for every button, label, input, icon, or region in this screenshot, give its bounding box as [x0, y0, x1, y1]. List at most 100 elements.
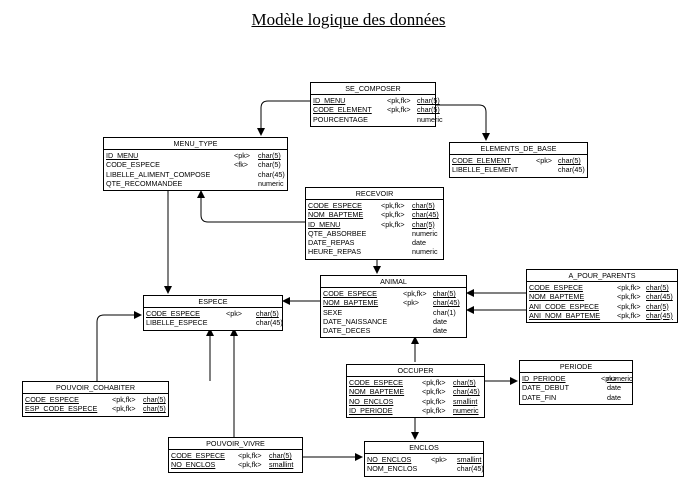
attribute-list: CODE_ESPECE<pk,fk>char(5)NOM_BAPTEME<pk>…: [321, 288, 466, 337]
attribute-key: <fk>: [234, 160, 248, 170]
attribute-name: CODE_ESPECE: [349, 378, 403, 387]
attribute-key: <pk,fk>: [387, 105, 411, 115]
attribute-key: <pk,fk>: [422, 396, 446, 406]
attribute-row: CODE_ESPECE<pk,fk>char(5): [171, 451, 300, 460]
attribute-row: ID_PERIODE<pk>numeric: [522, 374, 633, 383]
attribute-row: NO_ENCLOS<pk,fk>smallint: [171, 460, 300, 469]
attribute-key: <pk>: [536, 156, 552, 165]
attribute-type: char(5): [256, 309, 279, 318]
attribute-name: ESP_CODE_ESPECE: [25, 404, 98, 414]
link-se-composer-menu-type: [257, 100, 310, 136]
attribute-type: char(45): [558, 165, 585, 175]
attribute-row: ID_PERIODE<pk,fk>numeric: [349, 406, 482, 415]
attribute-type: char(5): [258, 151, 281, 160]
attribute-name: HEURE_REPAS: [308, 247, 361, 257]
entity-name: RECEVOIR: [306, 188, 443, 200]
attribute-type: char(5): [412, 201, 435, 210]
attribute-row: CODE_ESPECE<pk,fk>char(5): [25, 395, 166, 404]
attribute-key: <pk,fk>: [112, 395, 136, 404]
attribute-type: char(5): [143, 404, 166, 414]
entity-name: ESPECE: [144, 296, 282, 308]
entity-name: ELEMENTS_DE_BASE: [450, 143, 587, 155]
attribute-row: ESP_CODE_ESPECE <pk,fk> char(5): [25, 404, 166, 413]
entity-name: OCCUPER: [347, 365, 484, 377]
attribute-name: DATE_DECES: [323, 326, 371, 336]
attribute-type: char(5): [417, 105, 440, 115]
attribute-type: char(5): [412, 219, 435, 229]
attribute-key: <pk,fk>: [617, 292, 641, 302]
attribute-type: date: [433, 326, 447, 336]
attribute-type: numeric: [412, 247, 438, 257]
attribute-list: CODE_ESPECE<pk,fk>char(5)NO_ENCLOS<pk,fk…: [169, 450, 302, 472]
attribute-row: ID_MENU <pk> char(5): [106, 151, 285, 160]
attribute-key: <pk,fk>: [422, 378, 446, 387]
attribute-name: ID_MENU: [308, 219, 341, 229]
attribute-row: CODE_ELEMENT<pk,fk>char(5): [313, 105, 440, 115]
attribute-type: char(5): [558, 156, 581, 165]
attribute-key: <pk,fk>: [617, 301, 641, 311]
attribute-name: DATE_DEBUT: [522, 383, 569, 393]
attribute-name: CODE_ELEMENT: [452, 156, 511, 165]
attribute-key: <pk>: [226, 309, 242, 318]
attribute-row: CODE_ELEMENT <pk> char(5): [452, 156, 585, 165]
attribute-name: ID_MENU: [106, 151, 139, 160]
attribute-key: <pk,fk>: [617, 310, 641, 320]
attribute-type: numeric: [412, 228, 438, 238]
attribute-row: CODE_ESPECE<fk>char(5): [106, 160, 285, 169]
attribute-key: <pk,fk>: [422, 387, 446, 397]
attribute-row: ANI_NOM_BAPTEME<pk,fk>char(45): [529, 311, 675, 320]
attribute-list: ID_MENU<pk,fk>char(5)CODE_ELEMENT<pk,fk>…: [311, 95, 443, 126]
attribute-type: char(45): [457, 464, 484, 474]
attribute-name: ID_PERIODE: [349, 405, 393, 415]
link-pouvoir-cohabiter-espece-1: [96, 311, 142, 381]
attribute-name: NOM_BAPTEME: [308, 210, 364, 220]
attribute-key: <pk,fk>: [381, 219, 405, 229]
attribute-name: NO_ENCLOS: [349, 396, 394, 406]
attribute-name: ID_PERIODE: [522, 374, 566, 383]
attribute-type: char(5): [258, 160, 281, 170]
attribute-list: ID_MENU<pk>char(5)CODE_ESPECE<fk>char(5)…: [104, 150, 287, 190]
entity-name: POUVOIR_COHABITER: [23, 382, 168, 394]
attribute-list: CODE_ESPECE<pk,fk>char(5)NOM_BAPTEME<pk,…: [347, 377, 484, 417]
attribute-type: char(5): [417, 96, 440, 105]
attribute-name: ANI_CODE_ESPECE: [529, 301, 599, 311]
attribute-key: <pk,fk>: [112, 404, 136, 414]
attribute-name: DATE_FIN: [522, 392, 557, 402]
attribute-key: <pk,fk>: [403, 289, 427, 298]
attribute-name: CODE_ESPECE: [529, 283, 583, 292]
entity-name: SE_COMPOSER: [311, 83, 435, 95]
attribute-type: char(5): [143, 395, 166, 404]
attribute-key: <pk,fk>: [387, 96, 411, 105]
attribute-row: NOM_BAPTEME<pk,fk>char(45): [349, 387, 482, 396]
attribute-name: CODE_ESPECE: [146, 309, 200, 318]
attribute-type: numeric: [453, 405, 479, 415]
attribute-row: ID_MENU<pk,fk>char(5): [313, 96, 440, 105]
attribute-type: numeric: [417, 114, 443, 124]
entity-name: POUVOIR_VIVRE: [169, 438, 302, 450]
attribute-row: NO_ENCLOS<pk>smallint: [367, 455, 481, 464]
attribute-key: <pk,fk>: [238, 460, 262, 470]
attribute-key: <pk>: [431, 455, 447, 464]
attribute-key: <pk>: [234, 151, 250, 160]
attribute-row: CODE_ESPECE <pk> char(5): [146, 309, 280, 318]
attribute-list: CODE_ESPECE<pk,fk>char(5)NOM_BAPTEME<pk,…: [527, 282, 677, 322]
